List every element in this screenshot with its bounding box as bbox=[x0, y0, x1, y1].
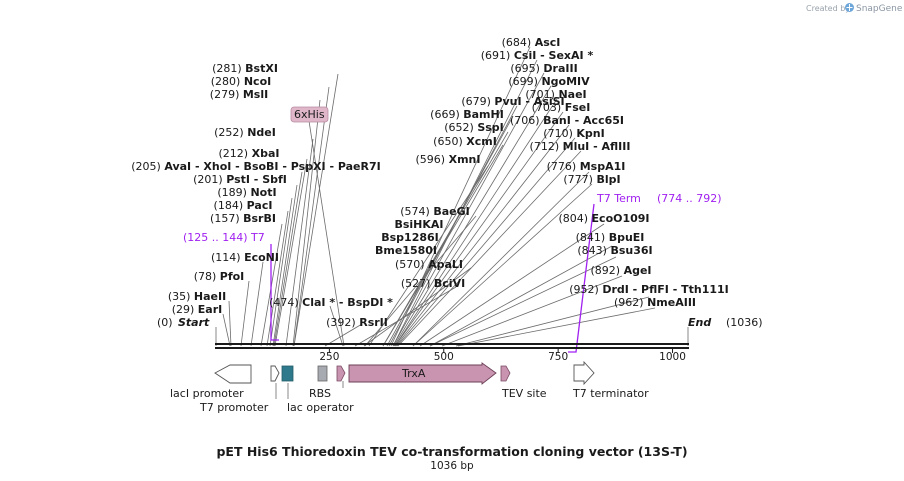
site-label-noti: (189) NotI bbox=[217, 186, 276, 199]
site-label-bsp1286i: Bsp1286I bbox=[381, 231, 439, 244]
primer-t7-name: T7 bbox=[250, 231, 265, 244]
t7-terminator-label: T7 terminator bbox=[572, 387, 649, 400]
end-label: End bbox=[688, 316, 711, 329]
site-label-xcmi: (650) XcmI bbox=[433, 135, 497, 148]
site-label-haeii: (35) HaeII bbox=[168, 290, 226, 303]
map-title: pET His6 Thioredoxin TEV co-transformati… bbox=[216, 444, 687, 459]
trxa-label: TrxA bbox=[401, 367, 426, 380]
site-label-apali: (570) ApaLI bbox=[395, 258, 463, 271]
features: TrxA bbox=[214, 360, 595, 386]
site-label-ncoi: (280) NcoI bbox=[211, 75, 271, 88]
site-label-baegi: (574) BaeGI bbox=[400, 205, 469, 218]
primer-t7-term-range: (774 .. 792) bbox=[657, 192, 722, 205]
site-label-avai-xhoi-bsobi-pspxi-paer7i: (205) AvaI - XhoI - BsoBI - PspXI - PaeR… bbox=[131, 160, 380, 173]
site-label-blpi: (777) BlpI bbox=[563, 173, 620, 186]
site-label-bsu36i: (843) Bsu36I bbox=[577, 244, 652, 257]
site-label-asci: (684) AscI bbox=[502, 36, 561, 49]
primer-t7-term-name: T7 Term bbox=[596, 192, 641, 205]
site-label-bstxi: (281) BstXI bbox=[212, 62, 278, 75]
trxa-arrow bbox=[348, 362, 497, 385]
scale-tick-label: 500 bbox=[434, 351, 454, 363]
tev-site-label: TEV site bbox=[501, 387, 547, 400]
site-label-paci: (184) PacI bbox=[214, 199, 273, 212]
his-tag-feature bbox=[336, 365, 346, 382]
site-label-bcivi: (527) BciVI bbox=[401, 277, 465, 290]
tev-site-arrow bbox=[500, 365, 511, 382]
lac-operator-label: lac operator bbox=[287, 401, 354, 414]
site-label-clai-bspdi: (474) ClaI * - BspDI * bbox=[269, 296, 393, 309]
site-leader-lines bbox=[215, 46, 689, 347]
site-label-xbai: (212) XbaI bbox=[219, 147, 280, 160]
scale-tick-label: 250 bbox=[319, 351, 339, 363]
site-label-bme1580i: Bme1580I bbox=[375, 244, 437, 257]
start-label: Start bbox=[178, 316, 210, 329]
site-label-ndei: (252) NdeI bbox=[214, 126, 276, 139]
feature-leaders bbox=[275, 381, 344, 399]
site-label-ecoo109i: (804) EcoO109I bbox=[558, 212, 649, 225]
site-label-mspa1i: (776) MspA1I bbox=[547, 160, 626, 173]
primer-t7-range: (125 .. 144) bbox=[183, 231, 248, 244]
lac-operator-box bbox=[281, 365, 294, 382]
primer-t7-marker bbox=[270, 244, 279, 341]
laci-promoter-label: lacI promoter bbox=[170, 387, 244, 400]
his-tag-box bbox=[290, 106, 329, 123]
his-tag-label: 6xHis bbox=[294, 108, 325, 121]
snapgene-logo-icon bbox=[845, 3, 854, 12]
credit-label: Created by bbox=[806, 4, 850, 13]
site-label-msli: (279) MslI bbox=[210, 88, 268, 101]
scale-tick-label: 1000 bbox=[659, 351, 686, 363]
site-label-bpuei: (841) BpuEI bbox=[576, 231, 645, 244]
site-label-csii-sexai: (691) CsiI - SexAI * bbox=[481, 49, 594, 62]
his-tag-leader bbox=[308, 120, 345, 347]
t7-promoter-arrow bbox=[270, 365, 280, 382]
scale-ticks: 250 500 750 1000 bbox=[319, 348, 686, 363]
start-pos: (0) bbox=[157, 316, 173, 329]
site-label-bsihkai: BsiHKAI bbox=[394, 218, 443, 231]
site-label-drdi-pflfi-tth111i: (952) DrdI - PflFI - Tth111I bbox=[569, 283, 729, 296]
site-label-fsei: (703) FseI bbox=[532, 101, 591, 114]
site-label-psti-sbfi: (201) PstI - SbfI bbox=[193, 173, 287, 186]
site-label-eari: (29) EarI bbox=[172, 303, 223, 316]
rbs-label: RBS bbox=[309, 387, 331, 400]
laci-promoter-arrow bbox=[214, 364, 252, 384]
t7-promoter-label: T7 promoter bbox=[199, 401, 269, 414]
primer-t7-term-marker bbox=[568, 203, 595, 353]
site-label-draiii: (695) DraIII bbox=[510, 62, 577, 75]
site-label-mlui-afliii: (712) MluI - AflIII bbox=[530, 140, 631, 153]
site-label-nmeaiii: (962) NmeAIII bbox=[614, 296, 696, 309]
map-length: 1036 bp bbox=[430, 460, 474, 472]
site-label-econi: (114) EcoNI bbox=[211, 251, 279, 264]
end-pos: (1036) bbox=[726, 316, 763, 329]
site-label-agei: (892) AgeI bbox=[590, 264, 651, 277]
site-label-ngomiv: (699) NgoMIV bbox=[508, 75, 590, 88]
site-label-bamhi: (669) BamHI bbox=[430, 108, 504, 121]
site-label-pfoi: (78) PfoI bbox=[194, 270, 245, 283]
site-label-xmni: (596) XmnI bbox=[416, 153, 481, 166]
site-label-rsrii: (392) RsrII bbox=[326, 316, 388, 329]
scale-tick-label: 750 bbox=[548, 351, 568, 363]
rbs-box bbox=[317, 365, 328, 382]
t7-terminator-arrow bbox=[573, 360, 595, 386]
restriction-site-labels: (29) EarI(35) HaeII (78) PfoI (114) EcoNI (… bbox=[131, 36, 728, 329]
site-label-pvui-asisi: (679) PvuI - AsiSI bbox=[461, 95, 564, 108]
site-label-bsrbi: (157) BsrBI bbox=[210, 212, 276, 225]
site-label-kpni: (710) KpnI bbox=[543, 127, 604, 140]
site-label-bani-acc65i: (706) BanI - Acc65I bbox=[510, 114, 624, 127]
site-label-naei: (701) NaeI bbox=[525, 88, 586, 101]
dna-backbone bbox=[215, 343, 689, 349]
site-label-sspi: (652) SspI bbox=[444, 121, 504, 134]
credit-brand: SnapGene bbox=[856, 4, 903, 14]
